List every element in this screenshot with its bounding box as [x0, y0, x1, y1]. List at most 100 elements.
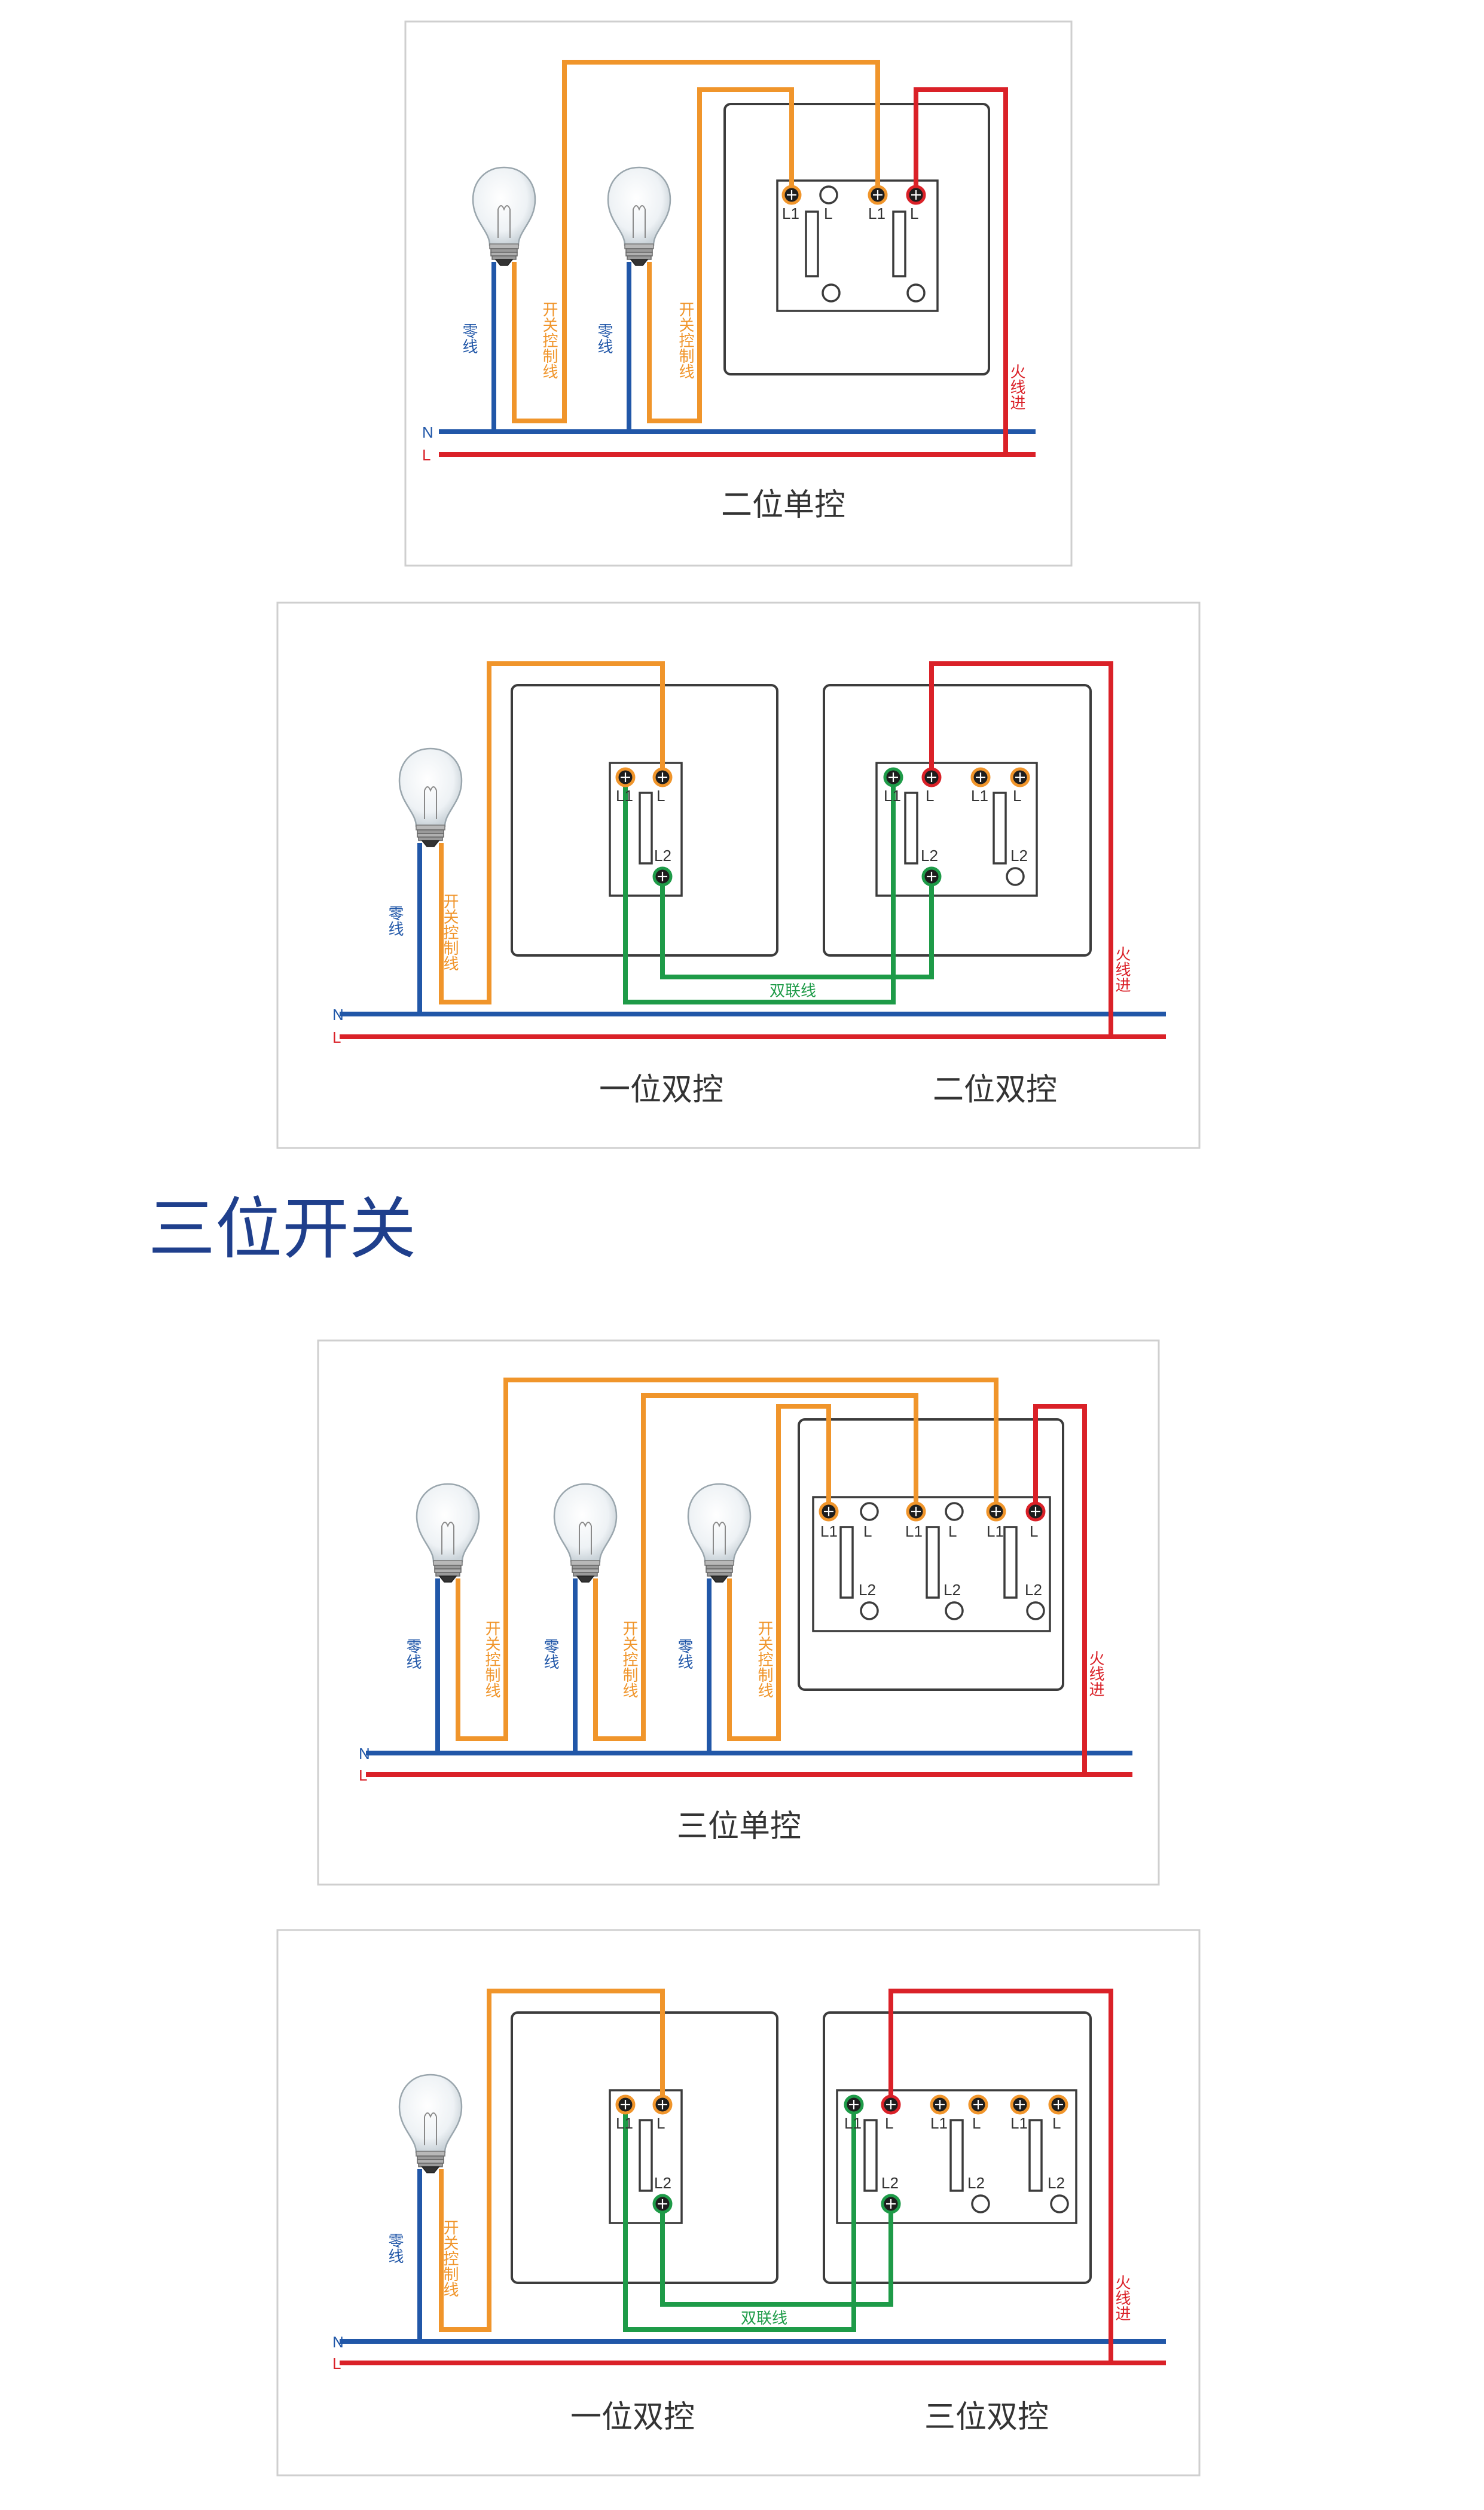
- terminal-label-l: L: [910, 204, 918, 222]
- control-wire-label: 开关控制线: [441, 2219, 459, 2297]
- terminal-screw: [1012, 2096, 1028, 2113]
- live-in-label: 火线进: [1007, 364, 1025, 410]
- traveler-wire-label: 双联线: [741, 2310, 787, 2328]
- control-wire-label: 开关控制线: [441, 893, 459, 971]
- diagram-caption: 二位单控: [721, 487, 845, 523]
- terminal-label-l: L: [972, 2114, 981, 2132]
- terminal-label-l1: L1: [905, 1522, 923, 1540]
- terminal-screw: [654, 2196, 671, 2212]
- live-in-wire: [888, 1989, 1113, 2363]
- terminal-screw: [617, 769, 634, 786]
- terminal-label-l: L: [1030, 1522, 1038, 1540]
- terminal-label-l1: L1: [1010, 2114, 1028, 2132]
- control-wire-label: 开关控制线: [676, 301, 694, 379]
- terminal-label-l: L: [863, 1522, 872, 1540]
- switch-lever: [1003, 1526, 1018, 1599]
- control-wire: [439, 1989, 665, 2332]
- switch-lever: [993, 792, 1007, 865]
- diagram-caption: 二位双控: [933, 1072, 1057, 1108]
- terminal-screw: [1050, 2096, 1067, 2113]
- control-wire: [647, 87, 794, 423]
- terminal-label-l2: L2: [654, 847, 671, 865]
- terminal-label-l2: L2: [921, 847, 938, 865]
- terminal-screw: [970, 2096, 987, 2113]
- terminal-screw: [908, 187, 924, 203]
- terminal-screw: [883, 2196, 899, 2212]
- l-label: L: [359, 1766, 367, 1784]
- terminal-label-l1: L1: [616, 2114, 633, 2132]
- terminal-screw: [869, 187, 886, 203]
- terminal-label-l2: L2: [881, 2174, 899, 2192]
- terminal-screw: [923, 769, 940, 786]
- control-wire-label: 开关控制线: [620, 1620, 638, 1698]
- terminal-screw: [820, 1503, 837, 1520]
- live-in-wire: [929, 661, 1113, 1037]
- terminal-screw: [617, 2096, 634, 2113]
- live-in-wire: [914, 87, 1008, 454]
- control-wire-label: 开关控制线: [755, 1620, 773, 1698]
- terminal-hole: [860, 1601, 879, 1620]
- terminal-label-l2: L2: [859, 1581, 876, 1599]
- neutral-wire-label: 零线: [386, 905, 404, 936]
- switch-lever: [863, 2119, 878, 2192]
- terminal-label-l: L: [656, 2114, 665, 2132]
- n-label: N: [359, 1745, 370, 1763]
- switch-lever: [904, 792, 918, 865]
- live-in-label: 火线进: [1113, 2274, 1131, 2321]
- terminal-screw: [1012, 769, 1028, 786]
- section-heading: 三位开关: [148, 1190, 416, 1268]
- terminal-screw: [908, 1503, 924, 1520]
- switch-lever: [639, 2119, 653, 2192]
- switch-lever: [926, 1526, 940, 1599]
- switch-lever: [639, 792, 653, 865]
- control-wire-label: 开关控制线: [483, 1620, 500, 1698]
- terminal-screw: [845, 2096, 862, 2113]
- terminal-hole: [1050, 2194, 1069, 2213]
- terminal-hole: [945, 1502, 964, 1521]
- switch-lever: [1028, 2119, 1043, 2192]
- terminal-hole: [906, 283, 926, 303]
- terminal-screw: [923, 868, 940, 885]
- terminal-label-l1: L1: [971, 787, 988, 805]
- diagram-one-gang-two-gang-double-control: L1 L L2 L1 L L2 L1 L L2 零线 开关控制线 火线进 双联线…: [276, 601, 1201, 1149]
- terminal-screw: [654, 2096, 671, 2113]
- terminal-screw: [885, 769, 902, 786]
- diagram-two-gang-single-control: L1 L L1 L 零线 零线 开关控制线 开关控制线 火线进 N L 二位单控: [404, 20, 1073, 567]
- terminal-label-l2: L2: [1048, 2174, 1065, 2192]
- neutral-wire-label: 零线: [541, 1638, 559, 1669]
- control-wire-label: 开关控制线: [540, 301, 558, 379]
- terminal-label-l2: L2: [654, 2174, 671, 2192]
- diagram-three-gang-single-control: L1 L L2 L1 L L2 L1 L L2 零线 零线 零线 开关控制线 开…: [317, 1339, 1160, 1886]
- terminal-label-l1: L1: [616, 787, 633, 805]
- terminal-label-l: L: [656, 787, 665, 805]
- n-label: N: [422, 423, 433, 441]
- switch-lever: [805, 210, 819, 277]
- diagram-caption: 一位双控: [599, 1072, 723, 1108]
- control-wire: [727, 1404, 831, 1741]
- terminal-label-l: L: [1052, 2114, 1061, 2132]
- l-label: L: [332, 2355, 341, 2372]
- l-label: L: [422, 446, 430, 464]
- terminal-label-l1: L1: [782, 204, 799, 222]
- neutral-wire-label: 零线: [386, 2233, 404, 2264]
- terminal-label-l: L: [1013, 787, 1021, 805]
- traveler-wire: [623, 777, 896, 1004]
- terminal-label-l1: L1: [930, 2114, 948, 2132]
- neutral-wire-label: 零线: [460, 323, 478, 354]
- terminal-screw: [988, 1503, 1004, 1520]
- traveler-wire: [660, 877, 934, 979]
- control-wire: [512, 60, 880, 423]
- terminal-hole: [822, 283, 841, 303]
- traveler-wire-label: 双联线: [770, 982, 816, 1000]
- neutral-wire-label: 零线: [595, 323, 613, 354]
- diagram-caption: 三位单控: [677, 1809, 801, 1845]
- n-label: N: [332, 2333, 344, 2351]
- terminal-hole: [1026, 1601, 1045, 1620]
- neutral-wire-label: 零线: [675, 1638, 693, 1669]
- terminal-label-l: L: [948, 1522, 957, 1540]
- terminal-screw: [654, 769, 671, 786]
- terminal-hole: [945, 1601, 964, 1620]
- live-in-wire: [1033, 1404, 1087, 1775]
- switch-lever: [949, 2119, 964, 2192]
